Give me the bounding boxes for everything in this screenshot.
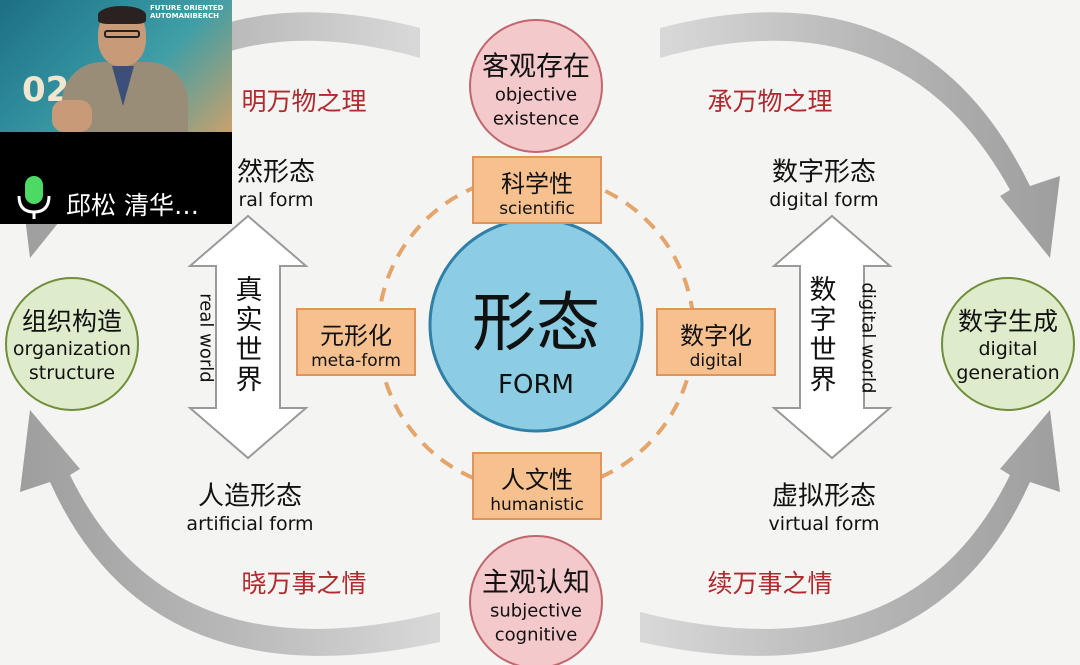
video-tile[interactable]: FUTURE ORIENTED AUTOMANIBERCH 021 邱松 清华… (0, 0, 232, 224)
box-scientific-en: scientific (499, 199, 575, 219)
label-top-left: 明万物之理 (241, 87, 367, 116)
left-top-form-en: ral form (238, 189, 314, 211)
right-circle-cn: 数字生成 (957, 307, 1059, 336)
bottom-circle-cn: 主观认知 (482, 567, 590, 599)
box-humanistic: 人文性 humanistic (472, 452, 602, 520)
right-circle (941, 277, 1075, 411)
right-circle-en-line1: digital (978, 338, 1038, 360)
arc-arrow-top-right (660, 12, 1060, 258)
box-digital-cn: 数字化 (680, 322, 752, 350)
box-humanistic-cn: 人文性 (501, 466, 573, 494)
box-meta-form-en: meta-form (311, 351, 401, 371)
box-digital-en: digital (689, 351, 743, 371)
right-circle-en-line2: generation (956, 362, 1060, 384)
left-bottom-form-en: artificial form (186, 513, 314, 535)
box-scientific: 科学性 scientific (472, 156, 602, 224)
microphone-icon[interactable] (16, 176, 52, 220)
arc-arrow-bottom-left (20, 410, 440, 656)
speaker-hair (98, 6, 146, 24)
top-circle (469, 19, 603, 153)
top-circle-en-line2: existence (492, 108, 580, 130)
right-top-form-cn: 数字形态 (771, 157, 877, 188)
right-bottom-form-en: virtual form (768, 513, 880, 535)
label-bottom-right: 续万事之情 (707, 569, 833, 598)
left-circle-en-line2: structure (28, 362, 116, 384)
real-world-en: real world (195, 293, 217, 383)
right-top-form-en: digital form (769, 189, 879, 211)
center-title-cn: 形态 (472, 287, 600, 361)
participant-name: 邱松 清华… (66, 191, 199, 220)
double-arrow-digital-world (771, 214, 893, 460)
center-title-en: FORM (498, 370, 574, 400)
left-top-form-cn: 然形态 (236, 157, 316, 188)
real-world-cn: 真实世界 (235, 275, 263, 396)
speaker-hand (52, 100, 92, 132)
label-bottom-left: 晓万事之情 (241, 569, 367, 598)
box-meta-form-cn: 元形化 (320, 322, 392, 350)
right-bottom-form-cn: 虚拟形态 (771, 481, 877, 512)
top-circle-en-line1: objective (494, 84, 578, 106)
bottom-circle-en-line2: cognitive (494, 624, 578, 646)
top-circle-cn: 客观存在 (482, 51, 590, 83)
box-scientific-cn: 科学性 (501, 170, 573, 198)
bottom-circle (469, 535, 603, 665)
left-circle (5, 277, 139, 411)
left-bottom-form-cn: 人造形态 (197, 481, 303, 512)
left-circle-en-line1: organization (12, 338, 132, 360)
box-humanistic-en: humanistic (490, 495, 584, 515)
camera-feed: FUTURE ORIENTED AUTOMANIBERCH 021 (0, 0, 232, 132)
digital-world-en: digital world (857, 282, 879, 394)
bottom-circle-en-line1: subjective (490, 600, 582, 622)
box-digital: 数字化 digital (656, 308, 776, 376)
arc-arrow-bottom-right (640, 410, 1060, 656)
double-arrow-real-world (187, 214, 309, 460)
backdrop-text: FUTURE ORIENTED AUTOMANIBERCH (150, 4, 224, 20)
left-circle-cn: 组织构造 (21, 307, 123, 336)
digital-world-cn: 数字世界 (809, 275, 837, 396)
label-top-right: 承万物之理 (707, 87, 833, 116)
box-meta-form: 元形化 meta-form (296, 308, 416, 376)
speaker-glasses (104, 30, 140, 38)
